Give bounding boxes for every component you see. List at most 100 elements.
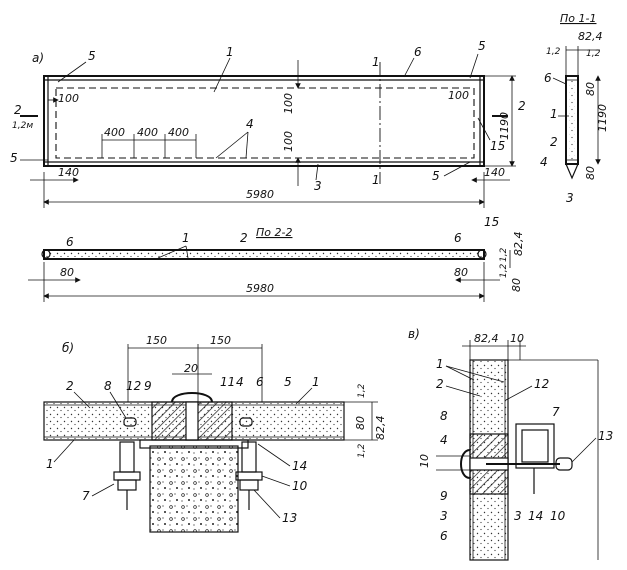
callout-5-br: 5 <box>432 169 440 183</box>
dim-20: 20 <box>184 362 198 375</box>
callout-1: 1 <box>226 45 234 59</box>
mark-1-bottom: 1 <box>372 173 380 187</box>
dim-80-s11-top: 80 <box>584 82 597 96</box>
dim-100-top: 100 <box>282 93 295 114</box>
dim-82-4-s22: 82,4 <box>512 232 525 257</box>
section-1-1-body <box>565 75 579 165</box>
callout-6: 6 <box>414 45 422 59</box>
callout-12-b: 12 <box>126 379 141 393</box>
inner-dashed-outline <box>55 87 475 159</box>
callout-9-b: 9 <box>144 379 152 393</box>
dim-10-c-top: 10 <box>510 332 524 345</box>
callout-7-b: 7 <box>82 489 90 503</box>
callout-2-c: 2 <box>436 377 444 391</box>
callout-2-s22: 2 <box>240 231 248 245</box>
callout-6-s22-l: 6 <box>66 235 74 249</box>
dim-82-4-c: 82,4 <box>474 332 499 345</box>
view-a: а) 1 1 2 1,2м 2 100 100 100 100 400 <box>10 39 526 208</box>
dim-1190-s11: 1190 <box>596 104 609 132</box>
callout-8-c: 8 <box>440 409 448 423</box>
section-2-2: По 2-2 6 1 2 6 15 80 80 5980 82,4 1,2 1,… <box>28 215 525 302</box>
column <box>149 445 239 533</box>
dim-400-2: 400 <box>137 126 158 139</box>
dim-100-right: 100 <box>448 89 469 102</box>
bolt-right <box>241 441 257 473</box>
dim-80-b: 80 <box>354 416 367 430</box>
dim-82-4-b: 82,4 <box>374 416 387 441</box>
callout-4-b: 4 <box>236 375 244 389</box>
callout-5-tr: 5 <box>478 39 486 53</box>
callout-15-s22: 15 <box>484 215 499 229</box>
dim-1-2-b-bot: 1,2 <box>357 443 367 458</box>
callout-15: 15 <box>490 139 505 153</box>
end-cap-right <box>477 249 487 259</box>
dim-82-4-s11: 82,4 <box>578 30 603 43</box>
mark-2-sub: 1,2м <box>12 121 33 131</box>
mark-1-top: 1 <box>372 55 380 69</box>
view-b-label: б) <box>62 341 74 355</box>
section-2-2-title: По 2-2 <box>256 226 292 239</box>
section-1-1-title: По 1-1 <box>560 12 596 25</box>
view-c: в) 82,4 10 10 1 2 12 8 4 7 13 <box>408 327 613 561</box>
callout-12-c: 12 <box>534 377 549 391</box>
view-c-label: в) <box>408 327 420 341</box>
callout-6-s11: 6 <box>544 71 552 85</box>
panel-outline <box>43 75 485 167</box>
dim-1-2-b-top: 1,2 <box>357 383 367 398</box>
bolt-left <box>119 441 135 473</box>
bolt-c <box>555 457 573 471</box>
callout-6-s22-r: 6 <box>454 231 462 245</box>
dim-400-1: 400 <box>104 126 125 139</box>
outer-seal-c <box>460 449 471 479</box>
dim-140-left: 140 <box>58 166 79 179</box>
callout-13-c: 13 <box>598 429 613 443</box>
callout-2-b: 2 <box>66 379 74 393</box>
section-2-2-body <box>43 249 485 260</box>
dim-100-bottom: 100 <box>282 131 295 152</box>
dim-100-left: 100 <box>58 92 79 105</box>
callout-11-b: 11 <box>220 375 235 389</box>
dim-1190-a: 1190 <box>498 112 511 140</box>
view-b: б) 150 150 20 82, <box>43 334 387 533</box>
top-seal-bulb <box>171 392 213 403</box>
callout-3: 3 <box>314 179 322 193</box>
callout-4-c: 4 <box>440 433 448 447</box>
section-1-1: По 1-1 82,4 1,2 1,2 1190 80 80 6 1 2 4 3 <box>540 12 609 205</box>
callout-1-c: 1 <box>436 357 444 371</box>
dim-1-2-s22-b: 1,2 <box>499 263 509 278</box>
callout-3-c-r: 3 <box>514 509 522 523</box>
callout-10-c: 10 <box>550 509 566 523</box>
dim-80-s22-r: 80 <box>454 266 468 279</box>
callout-3-s11: 3 <box>566 191 574 205</box>
callout-5-b: 5 <box>284 375 292 389</box>
callout-4-s11: 4 <box>540 155 548 169</box>
callout-1-b-bot: 1 <box>46 457 54 471</box>
callout-9-c: 9 <box>440 489 448 503</box>
dim-5980-a: 5980 <box>246 188 274 201</box>
dim-80-s11-bot: 80 <box>584 166 597 180</box>
callout-4: 4 <box>246 117 254 131</box>
view-a-label: а) <box>32 51 44 65</box>
dim-1-2-s11-l: 1,2 <box>546 47 561 57</box>
callout-1-b-top: 1 <box>312 375 320 389</box>
callout-2-s11: 2 <box>550 135 558 149</box>
callout-1-s22: 1 <box>182 231 190 245</box>
callout-8-b: 8 <box>104 379 112 393</box>
dim-80-s22-l: 80 <box>60 266 74 279</box>
callout-6-b: 6 <box>256 375 264 389</box>
callout-13-b: 13 <box>282 511 297 525</box>
dim-10-c-left: 10 <box>418 454 431 468</box>
dim-140-right: 140 <box>484 166 505 179</box>
bracket-c <box>515 423 555 469</box>
callout-14-c: 14 <box>528 509 543 523</box>
callout-5-tl: 5 <box>88 49 96 63</box>
callout-3-c-l: 3 <box>440 509 448 523</box>
end-cap-left <box>41 249 51 259</box>
mark-2-right: 2 <box>518 99 526 113</box>
dim-400-3: 400 <box>168 126 189 139</box>
dim-1-2-s11-r: 1,2 <box>586 49 601 59</box>
mark-2-left: 2 <box>14 103 22 117</box>
dim-150-l: 150 <box>146 334 167 347</box>
callout-10-b: 10 <box>292 479 308 493</box>
